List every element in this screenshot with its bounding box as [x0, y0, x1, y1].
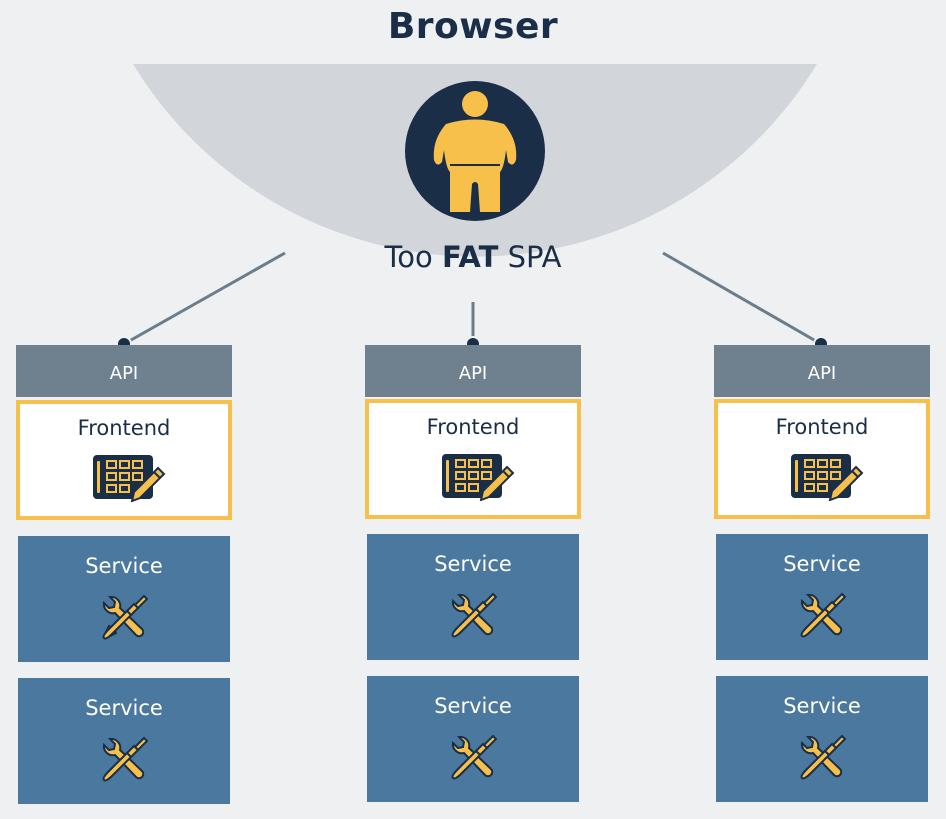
- service-label: Service: [85, 554, 163, 578]
- wrench-screwdriver-icon: [102, 594, 148, 640]
- overweight-person-icon: [405, 81, 545, 221]
- microfrontend-column-3: API Frontend Service: [714, 0, 930, 819]
- tablet-pencil-icon: [93, 455, 166, 502]
- service-label: Service: [783, 694, 861, 718]
- service-box: Service: [18, 678, 230, 804]
- service-label: Service: [434, 694, 512, 718]
- wrench-screwdriver-icon: [451, 592, 497, 638]
- wrench-screwdriver-icon: [800, 734, 846, 780]
- api-bar: API: [16, 345, 232, 397]
- spa-label-prefix: Too: [384, 240, 433, 274]
- connector-right: [662, 251, 822, 346]
- wrench-screwdriver-icon: [102, 736, 148, 782]
- microfrontend-column-1: API Frontend Service: [16, 0, 232, 819]
- spa-label-suffix: SPA: [507, 240, 562, 274]
- tablet-pencil-icon: [791, 454, 864, 501]
- service-box: Service: [716, 676, 928, 802]
- frontend-label: Frontend: [77, 416, 171, 440]
- microfrontend-column-2: API Frontend Service: [365, 0, 581, 819]
- frontend-box: Frontend: [16, 400, 232, 520]
- service-box: Service: [18, 536, 230, 662]
- connector-left: [123, 251, 286, 346]
- api-bar: API: [714, 345, 930, 397]
- wrench-screwdriver-icon: [451, 734, 497, 780]
- service-box: Service: [367, 676, 579, 802]
- service-box: Service: [716, 534, 928, 660]
- api-bar: API: [365, 345, 581, 397]
- browser-title: Browser: [387, 6, 559, 47]
- frontend-box: Frontend: [365, 399, 581, 519]
- tablet-pencil-icon: [442, 454, 515, 501]
- spa-label: Too FAT SPA: [0, 240, 946, 274]
- service-label: Service: [783, 552, 861, 576]
- frontend-box: Frontend: [714, 399, 930, 519]
- frontend-label: Frontend: [426, 415, 520, 439]
- service-box: Service: [367, 534, 579, 660]
- spa-label-bold: FAT: [441, 240, 499, 274]
- service-label: Service: [85, 696, 163, 720]
- service-label: Service: [434, 552, 512, 576]
- frontend-label: Frontend: [775, 415, 869, 439]
- wrench-screwdriver-icon: [800, 592, 846, 638]
